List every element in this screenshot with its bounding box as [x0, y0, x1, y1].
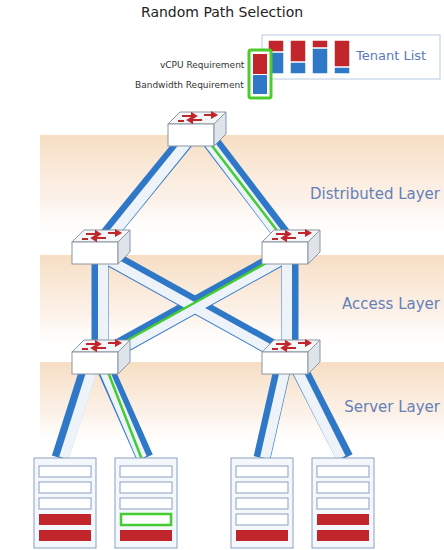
- layer-band: Access Layer: [40, 255, 444, 355]
- tenant-list: Tenant List: [262, 35, 440, 79]
- tenant-icons: [268, 40, 350, 74]
- node-label: Distributed Layer: [310, 185, 440, 203]
- node-label: Tenant List: [356, 48, 426, 63]
- layer-band: Distributed Layer: [40, 135, 444, 245]
- tenant-callout: [249, 50, 271, 98]
- tenant-panel: [262, 35, 440, 79]
- diagram-title: Random Path Selection: [141, 4, 303, 20]
- node-label: Server Layer: [344, 398, 440, 416]
- callout-label: vCPU Requirement: [160, 60, 244, 70]
- node-label: Access Layer: [342, 295, 440, 313]
- network-links: [60, 135, 345, 470]
- server-racks: [34, 458, 374, 548]
- network-switches: [72, 112, 320, 374]
- callout-label: Bandwidth Requirement: [135, 80, 244, 90]
- layer-band: Server Layer: [40, 362, 444, 452]
